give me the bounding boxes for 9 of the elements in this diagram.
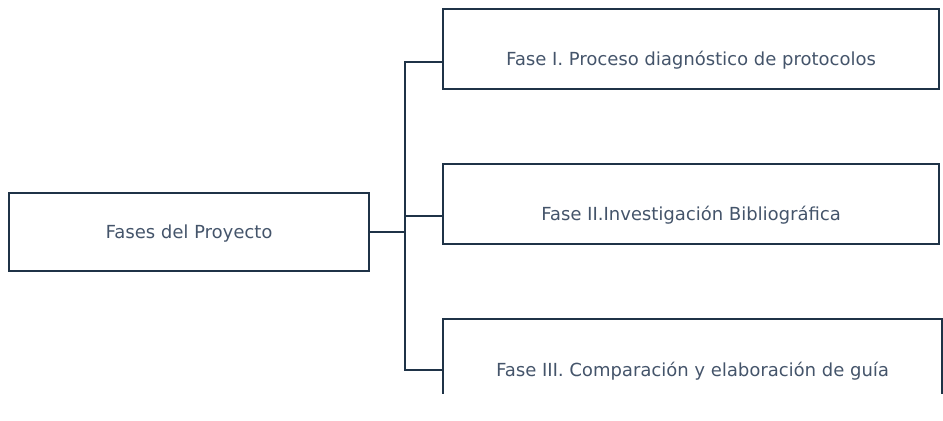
box-label: Fase III. Comparación y elaboración de guía xyxy=(496,360,889,381)
process-box xyxy=(8,192,370,272)
process-box xyxy=(442,163,940,245)
process-box xyxy=(442,8,940,90)
box-label: Fase I. Proceso diagnóstico de protocolos xyxy=(506,48,876,70)
box-label: Fase II.Investigación Bibliográfica xyxy=(541,204,841,224)
process-box xyxy=(442,318,943,394)
connector-line xyxy=(370,231,442,371)
box-label: Fases del Proyecto xyxy=(106,222,272,242)
